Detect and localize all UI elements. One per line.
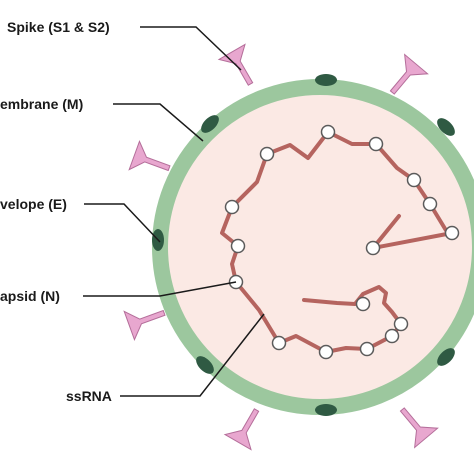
capsid-node	[230, 238, 246, 254]
capsid-node	[365, 240, 381, 256]
spike-bottom-right	[399, 407, 439, 449]
leader-spike	[140, 26, 242, 71]
label-membrane: embrane (M)	[0, 96, 83, 112]
spike-proteins	[123, 43, 439, 451]
leader-capsid	[83, 281, 237, 297]
leader-lines	[83, 26, 265, 397]
capsid-node	[406, 172, 422, 188]
label-capsid: apsid (N)	[0, 288, 60, 304]
capsid-node	[359, 341, 375, 357]
capsid-proteins	[224, 124, 460, 360]
membrane-protein	[196, 356, 214, 374]
membrane-protein	[315, 74, 337, 86]
membrane-proteins	[152, 74, 455, 416]
capsid-node	[355, 296, 371, 312]
capsid-node	[444, 225, 460, 241]
capsid-node	[393, 316, 409, 332]
capsid-node	[271, 335, 287, 351]
spike-top-left	[217, 43, 254, 86]
label-spike: Spike (S1 & S2)	[7, 19, 110, 35]
capsid-node	[320, 124, 336, 140]
spike-left-lower	[123, 309, 166, 341]
spike-top-right	[389, 53, 429, 95]
leader-membrane	[113, 103, 204, 142]
membrane-protein	[437, 348, 455, 366]
leader-ssrna	[120, 313, 265, 397]
leader-envelope	[84, 203, 161, 243]
capsid-node	[318, 344, 334, 360]
label-envelope: velope (E)	[0, 196, 67, 212]
capsid-node	[422, 196, 438, 212]
capsid-node	[384, 328, 400, 344]
label-ssrna: ssRNA	[66, 388, 112, 404]
spike-left-upper	[128, 140, 171, 172]
capsid-node	[224, 199, 240, 215]
capsid-node	[368, 136, 384, 152]
membrane-protein	[201, 115, 219, 133]
rna-strand	[220, 130, 454, 354]
spike-bottom-left	[223, 408, 260, 451]
membrane-protein	[437, 118, 455, 136]
capsid-node	[259, 146, 275, 162]
membrane-protein	[315, 404, 337, 416]
